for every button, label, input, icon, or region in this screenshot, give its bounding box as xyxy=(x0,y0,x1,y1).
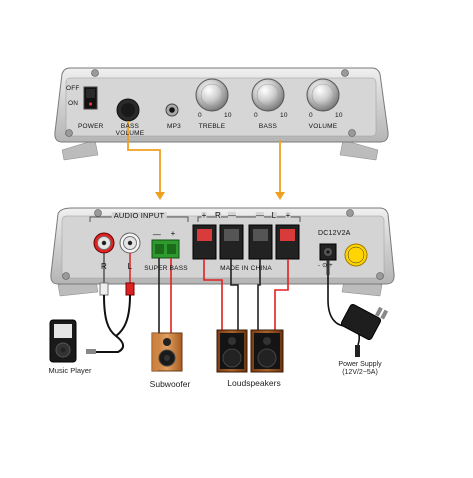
speaker-wires xyxy=(203,259,289,330)
rca-cables xyxy=(86,253,135,354)
power-supply-caption-line1: Power Supply xyxy=(338,361,382,368)
subwoofer-caption: Subwoofer xyxy=(149,379,191,389)
dc-polarity-label: - ⊙ + xyxy=(318,263,333,269)
speaker-sign-1: + xyxy=(201,211,207,220)
speaker-sign-5: L xyxy=(271,211,277,220)
audio-input-label: AUDIO INPUT xyxy=(111,211,167,220)
quality-badge xyxy=(344,243,368,267)
speaker-terminals xyxy=(192,224,300,260)
bass-volume-knob xyxy=(116,98,140,122)
volume-min-label: 0 xyxy=(309,112,313,119)
power-adapter-device xyxy=(340,303,389,357)
speaker-sign-3: — xyxy=(227,211,237,220)
treble-label: TREBLE xyxy=(198,123,226,130)
power-switch xyxy=(83,86,98,110)
subwoofer-device xyxy=(151,332,183,372)
treble-min-label: 0 xyxy=(198,112,202,119)
power-supply-caption-line2: (12V/2~5A) xyxy=(342,369,378,376)
dc-spec-label: DC12V2A xyxy=(318,230,351,237)
volume-label: VOLUME xyxy=(308,123,338,130)
made-in-china-label: MADE IN CHINA xyxy=(220,265,272,272)
music-player-caption: Music Player xyxy=(48,366,92,375)
mp3-jack xyxy=(165,103,179,117)
loudspeaker-right xyxy=(250,329,284,373)
loudspeakers-caption: Loudspeakers xyxy=(227,378,281,388)
bass-volume-label-line2: VOLUME xyxy=(115,130,145,137)
rca-jack-left xyxy=(119,232,141,254)
music-player-device xyxy=(49,319,77,363)
treble-knob xyxy=(195,78,229,112)
bass-max-label: 10 xyxy=(280,112,288,119)
subwoofer-wires xyxy=(158,258,172,338)
power-label: POWER xyxy=(78,123,104,130)
sub-plus-label: + xyxy=(170,229,176,238)
wire-arrows xyxy=(155,192,285,200)
rca-left-label: L xyxy=(127,262,133,271)
rca-jack-right xyxy=(93,232,115,254)
super-bass-terminal xyxy=(151,239,180,259)
loudspeaker-left xyxy=(216,329,248,373)
rca-right-label: R xyxy=(101,262,107,271)
switch-off-label: OFF xyxy=(66,85,80,92)
switch-on-label: ON xyxy=(68,100,79,107)
dc-power-jack xyxy=(319,243,337,261)
sub-minus-label: — xyxy=(152,230,162,239)
bass-volume-label-line1: BASS xyxy=(120,123,140,130)
mp3-label: MP3 xyxy=(167,123,181,130)
volume-knob xyxy=(306,78,340,112)
volume-max-label: 10 xyxy=(335,112,343,119)
signal-wires xyxy=(127,121,281,198)
speaker-sign-4: — xyxy=(255,211,265,220)
bass-label: BASS xyxy=(258,123,278,130)
bass-min-label: 0 xyxy=(254,112,258,119)
speaker-sign-2: R xyxy=(215,211,221,220)
super-bass-label: SUPER BASS xyxy=(144,265,188,272)
speaker-sign-6: + xyxy=(285,211,291,220)
treble-max-label: 10 xyxy=(224,112,232,119)
bass-knob xyxy=(251,78,285,112)
